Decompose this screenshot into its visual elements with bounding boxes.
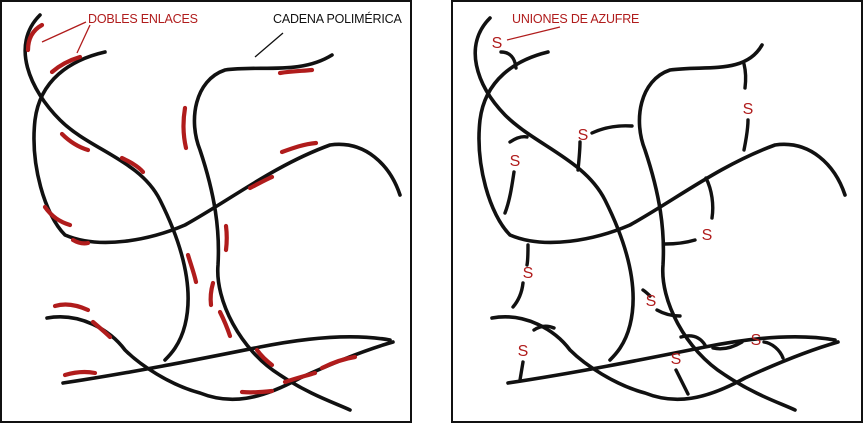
double-bond-mark: [65, 372, 95, 375]
right-chain-a: [475, 18, 633, 360]
sulfur-bridge: [706, 178, 713, 218]
leader-sulfur-bridges: [507, 27, 560, 40]
sulfur-bridge: [744, 64, 746, 88]
double-bond-mark: [226, 226, 227, 250]
double-bond-mark: [322, 357, 355, 368]
leader-double-bonds-2: [77, 25, 90, 53]
sulfur-bridge: [764, 342, 783, 358]
label-double-bonds: DOBLES ENLACES: [88, 12, 198, 26]
sulfur-label: S: [702, 227, 713, 244]
sulfur-bridge: [657, 310, 680, 316]
left-double-bonds: [28, 25, 355, 392]
sulfur-label: S: [646, 293, 657, 310]
sulfur-bridge: [681, 336, 705, 345]
leader-polymer-chain: [255, 33, 283, 57]
label-sulfur-bridges: UNIONES DE AZUFRE: [512, 12, 639, 26]
double-bond-mark: [285, 373, 315, 382]
sulfur-label: S: [671, 351, 682, 368]
sulfur-label: S: [578, 127, 589, 144]
sulfur-bridge: [510, 137, 527, 142]
double-bond-mark: [242, 391, 272, 392]
sulfur-bridge: [665, 240, 695, 244]
sulfur-label: S: [518, 343, 529, 360]
double-bond-mark: [55, 305, 88, 310]
double-bond-mark: [45, 207, 70, 225]
double-bond-mark: [93, 322, 110, 337]
sulfur-bridge: [513, 283, 523, 307]
sulfur-label: S: [743, 101, 754, 118]
sulfur-bridge: [592, 126, 632, 133]
leader-double-bonds-1: [42, 22, 86, 42]
sulfur-bridge: [527, 245, 528, 265]
sulfur-label: S: [523, 265, 534, 282]
double-bond-mark: [282, 143, 316, 152]
sulfur-bridge: [505, 172, 514, 213]
double-bond-mark: [62, 134, 88, 150]
right-sulfur-labels: S S S S S S S S S S: [492, 35, 762, 368]
sulfur-label: S: [510, 153, 521, 170]
sulfur-bridge: [578, 142, 580, 170]
left-polymer-chains: [25, 15, 400, 410]
right-polymer-chains: [475, 18, 845, 410]
double-bond-mark: [184, 108, 186, 148]
left-chain-a: [25, 15, 188, 360]
double-bond-mark: [211, 283, 213, 305]
sulfur-bridge: [676, 370, 688, 394]
double-bond-mark: [188, 255, 196, 282]
label-polymer-chain: CADENA POLIMÉRICA: [273, 11, 402, 26]
sulfur-label: S: [492, 35, 503, 52]
sulfur-label: S: [751, 332, 762, 349]
double-bond-mark: [280, 70, 312, 73]
left-labels: DOBLES ENLACES CADENA POLIMÉRICA: [42, 11, 402, 57]
right-chain-d: [492, 317, 838, 400]
sulfur-bridge: [520, 362, 523, 380]
sulfur-bridge: [744, 120, 748, 150]
right-labels: UNIONES DE AZUFRE: [507, 12, 639, 40]
